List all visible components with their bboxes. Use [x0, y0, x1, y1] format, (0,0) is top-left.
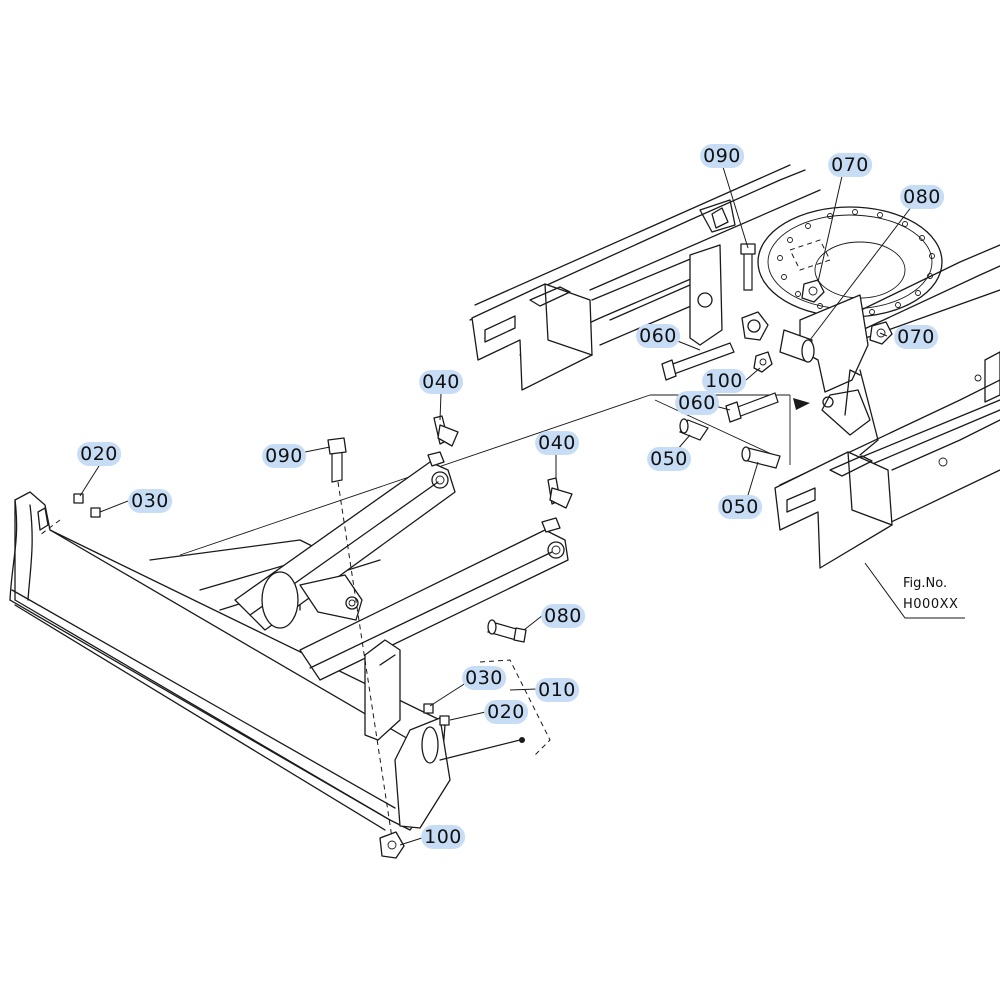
- callout-090-bolt-frame[interactable]: 090: [700, 144, 744, 168]
- dozer-blade-assembly: [9, 394, 651, 859]
- leader-lines: [79, 166, 965, 846]
- callout-070-nut-turntable[interactable]: 070: [828, 153, 872, 177]
- figure-label: Fig.No.: [903, 576, 948, 591]
- callout-080-pin-blade[interactable]: 080: [541, 604, 585, 628]
- callout-070-nut-right[interactable]: 070: [894, 325, 938, 349]
- frame-pivot-hardware: [661, 243, 893, 469]
- callout-010-blade[interactable]: 010: [535, 678, 579, 702]
- callout-040-grease-fitting-upper[interactable]: 040: [419, 370, 463, 394]
- callout-090-bolt-blade[interactable]: 090: [262, 444, 306, 468]
- callout-030-shim-right[interactable]: 030: [462, 666, 506, 690]
- callout-060-bolt-upper[interactable]: 060: [636, 324, 680, 348]
- undercarriage-frame: [469, 164, 1000, 569]
- callout-060-bolt-lower[interactable]: 060: [675, 391, 719, 415]
- callout-020-shim-right[interactable]: 020: [484, 700, 528, 724]
- callout-080-pin-frame[interactable]: 080: [900, 185, 944, 209]
- callout-030-shim-left[interactable]: 030: [128, 489, 172, 513]
- figure-number: H000XX: [903, 597, 959, 612]
- callout-040-grease-fitting-lower[interactable]: 040: [535, 431, 579, 455]
- callout-050-pin-upper[interactable]: 050: [647, 447, 691, 471]
- callout-100-nut-frame[interactable]: 100: [702, 369, 746, 393]
- callout-100-nut-blade[interactable]: 100: [421, 825, 465, 849]
- callout-020-shim-left[interactable]: 020: [77, 442, 121, 466]
- callout-050-pin-lower[interactable]: 050: [718, 495, 762, 519]
